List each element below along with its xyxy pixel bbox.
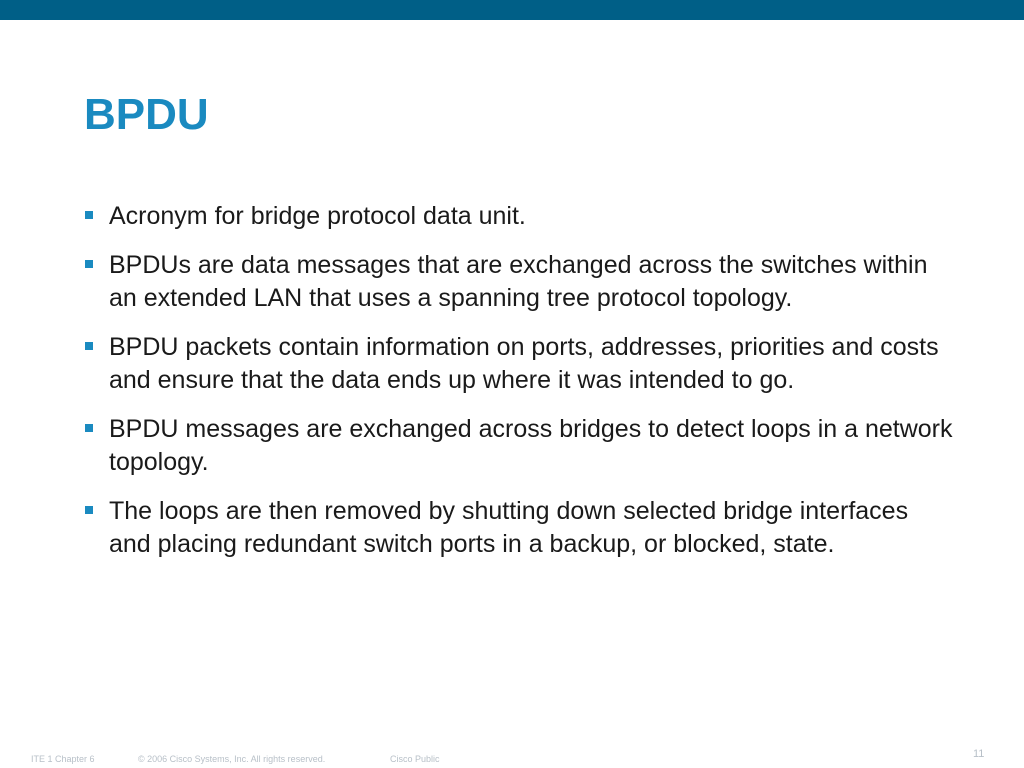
square-bullet-icon xyxy=(85,506,93,514)
bullet-text: BPDUs are data messages that are exchang… xyxy=(109,251,928,312)
bullet-item: Acronym for bridge protocol data unit. xyxy=(84,200,954,233)
square-bullet-icon xyxy=(85,424,93,432)
bullet-item: BPDUs are data messages that are exchang… xyxy=(84,249,954,315)
bullet-text: BPDU messages are exchanged across bridg… xyxy=(109,415,953,476)
bullet-item: BPDU messages are exchanged across bridg… xyxy=(84,413,954,479)
bullet-list: Acronym for bridge protocol data unit. B… xyxy=(84,200,954,577)
header-bar xyxy=(0,0,1024,20)
bullet-item: BPDU packets contain information on port… xyxy=(84,331,954,397)
footer-classification: Cisco Public xyxy=(390,754,440,764)
bullet-item: The loops are then removed by shutting d… xyxy=(84,495,954,561)
bullet-text: Acronym for bridge protocol data unit. xyxy=(109,202,526,230)
bullet-text: The loops are then removed by shutting d… xyxy=(109,497,909,558)
slide-footer: ITE 1 Chapter 6 © 2006 Cisco Systems, In… xyxy=(0,750,1024,768)
page-number: 11 xyxy=(973,748,985,760)
square-bullet-icon xyxy=(85,211,93,219)
footer-copyright: © 2006 Cisco Systems, Inc. All rights re… xyxy=(138,754,326,764)
slide-title: BPDU xyxy=(84,90,209,139)
footer-chapter: ITE 1 Chapter 6 xyxy=(31,754,95,764)
square-bullet-icon xyxy=(85,342,93,350)
square-bullet-icon xyxy=(85,260,93,268)
bullet-text: BPDU packets contain information on port… xyxy=(109,333,939,394)
